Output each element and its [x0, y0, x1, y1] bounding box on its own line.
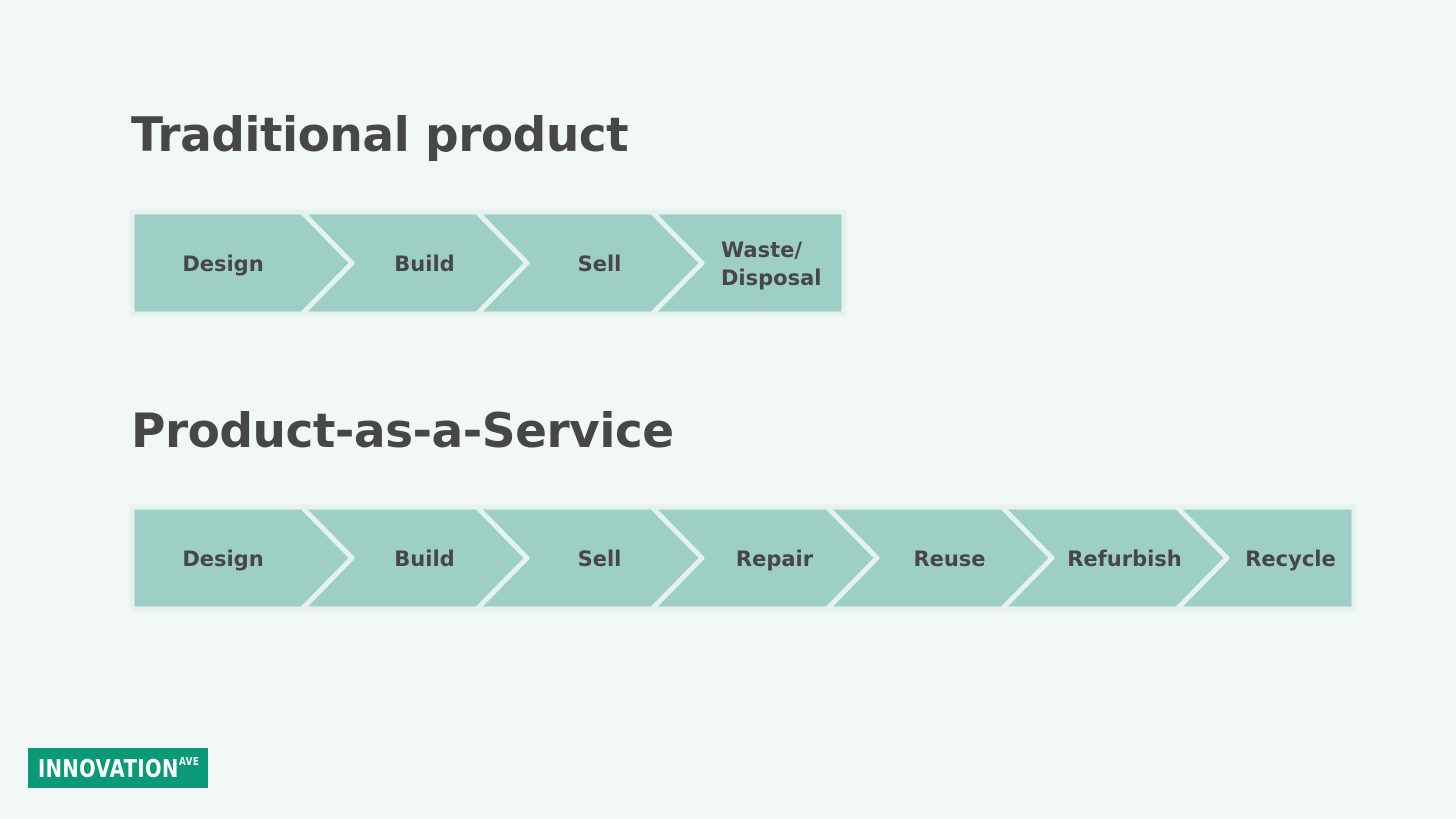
chevron-label: Recycle [1245, 547, 1335, 571]
logo-superscript: AVE [179, 755, 200, 768]
chevron-label: Reuse [913, 547, 985, 571]
chevron-step-design: Design [129, 504, 359, 612]
section-title-traditional: Traditional product [131, 108, 629, 163]
chevron-label: Design [182, 547, 263, 571]
chevron-label: Sell [578, 547, 622, 571]
process-flow-product-as-a-service: Design Build Sell Repair Reuse Refurbish Recyc… [129, 504, 1357, 612]
chevron-shape [1174, 504, 1357, 612]
chevron-shape [649, 209, 847, 317]
process-flow-traditional: Design Build Sell Waste/Disposal [129, 209, 847, 317]
innovation-ave-logo: INNOVATION AVE [28, 748, 208, 788]
chevron-label: Design [182, 252, 263, 276]
chevron-label: Build [394, 252, 454, 276]
logo-wordmark: INNOVATION [38, 753, 179, 783]
chevron-step-waste-disposal: Waste/Disposal [649, 209, 847, 317]
chevron-label: Repair [736, 547, 814, 571]
chevron-step-recycle: Recycle [1174, 504, 1357, 612]
chevron-label: Sell [578, 252, 622, 276]
chevron-label: Waste/ [721, 238, 802, 262]
chevron-label: Disposal [721, 266, 821, 290]
chevron-label: Build [394, 547, 454, 571]
section-title-product-as-a-service: Product-as-a-Service [131, 404, 674, 459]
chevron-label: Refurbish [1067, 547, 1182, 571]
